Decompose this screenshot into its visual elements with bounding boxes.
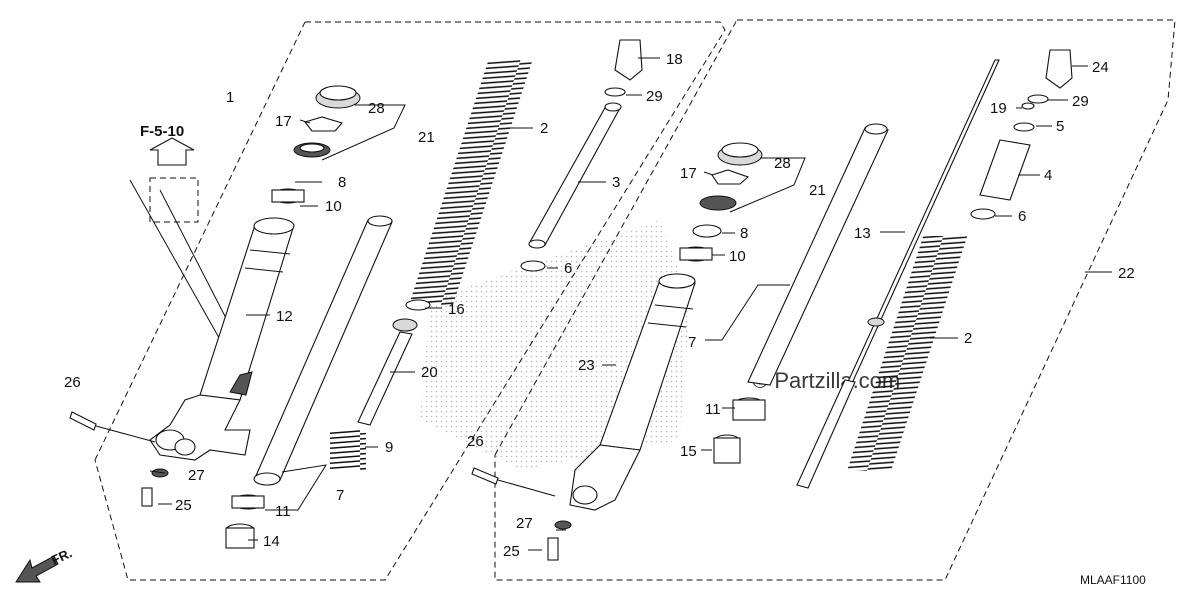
callout-4: 4 [1044,167,1052,184]
arrow-left-icon [15,555,59,583]
callout-11: 11 [275,503,291,520]
callout-15: 15 [680,443,697,460]
callout-2b: 2 [964,330,972,347]
callout-28: 28 [368,100,385,117]
callout-3: 3 [612,174,620,191]
callout-14: 14 [263,533,280,550]
inner-tube-left [253,215,393,486]
callout-9: 9 [385,439,393,456]
callout-25: 25 [175,497,192,514]
callout-2: 2 [540,120,548,137]
callout-8: 8 [338,174,346,191]
callout-6b: 6 [1018,208,1026,225]
callout-20: 20 [421,364,438,381]
right-top-parts [679,49,1073,262]
figure-ref-label: F-5-10 [140,123,184,140]
callouts: 1 28 17 21 8 10 12 26 27 25 11 7 14 9 20… [64,51,1135,560]
spring-9 [330,430,366,470]
callout-7b: 7 [688,334,696,351]
callout-6: 6 [564,260,572,277]
callout-24: 24 [1092,59,1109,76]
callout-18: 18 [666,51,683,68]
callout-26b: 26 [467,433,484,450]
up-arrow-icon [149,137,195,166]
inset-box [149,177,199,223]
callout-16: 16 [448,301,465,318]
callout-29b: 29 [1072,93,1089,110]
callout-29: 29 [646,88,663,105]
left-fork-boundary [94,21,726,581]
left-bottom-parts [69,411,265,549]
callout-25b: 25 [503,543,520,560]
callout-22: 22 [1118,265,1135,282]
callout-17b: 17 [680,165,697,182]
callout-10b: 10 [729,248,746,265]
leader-lines [149,57,1112,551]
left-top-parts [271,85,361,204]
spring-left [408,60,533,305]
callout-23: 23 [578,357,595,374]
callout-27b: 27 [516,515,533,532]
callout-28b: 28 [774,155,791,172]
spring-right [846,236,968,471]
callout-11b: 11 [705,401,721,418]
diagram-code: MLAAF1100 [1080,573,1146,587]
callout-19: 19 [990,100,1007,117]
callout-8b: 8 [740,225,748,242]
front-label: FR. [49,545,74,567]
outer-tube-right [569,273,696,511]
callout-21b: 21 [809,182,826,199]
center-parts [520,39,643,272]
callout-26: 26 [64,374,81,391]
callout-27: 27 [188,467,205,484]
callout-17: 17 [275,113,292,130]
front-arrow: FR. [15,545,74,583]
callout-21: 21 [418,129,435,146]
outer-tube-left [149,217,295,461]
inner-tube-right [747,59,1000,489]
callout-13: 13 [854,225,871,242]
left-damper-parts [330,299,431,470]
callout-1: 1 [226,89,234,106]
assembly-boundaries [94,19,1176,581]
callout-7: 7 [336,487,344,504]
callout-10: 10 [325,198,342,215]
callout-5: 5 [1056,118,1064,135]
callout-12: 12 [276,308,293,325]
right-bottom-parts [471,397,766,561]
right-fork-boundary [494,19,1176,581]
